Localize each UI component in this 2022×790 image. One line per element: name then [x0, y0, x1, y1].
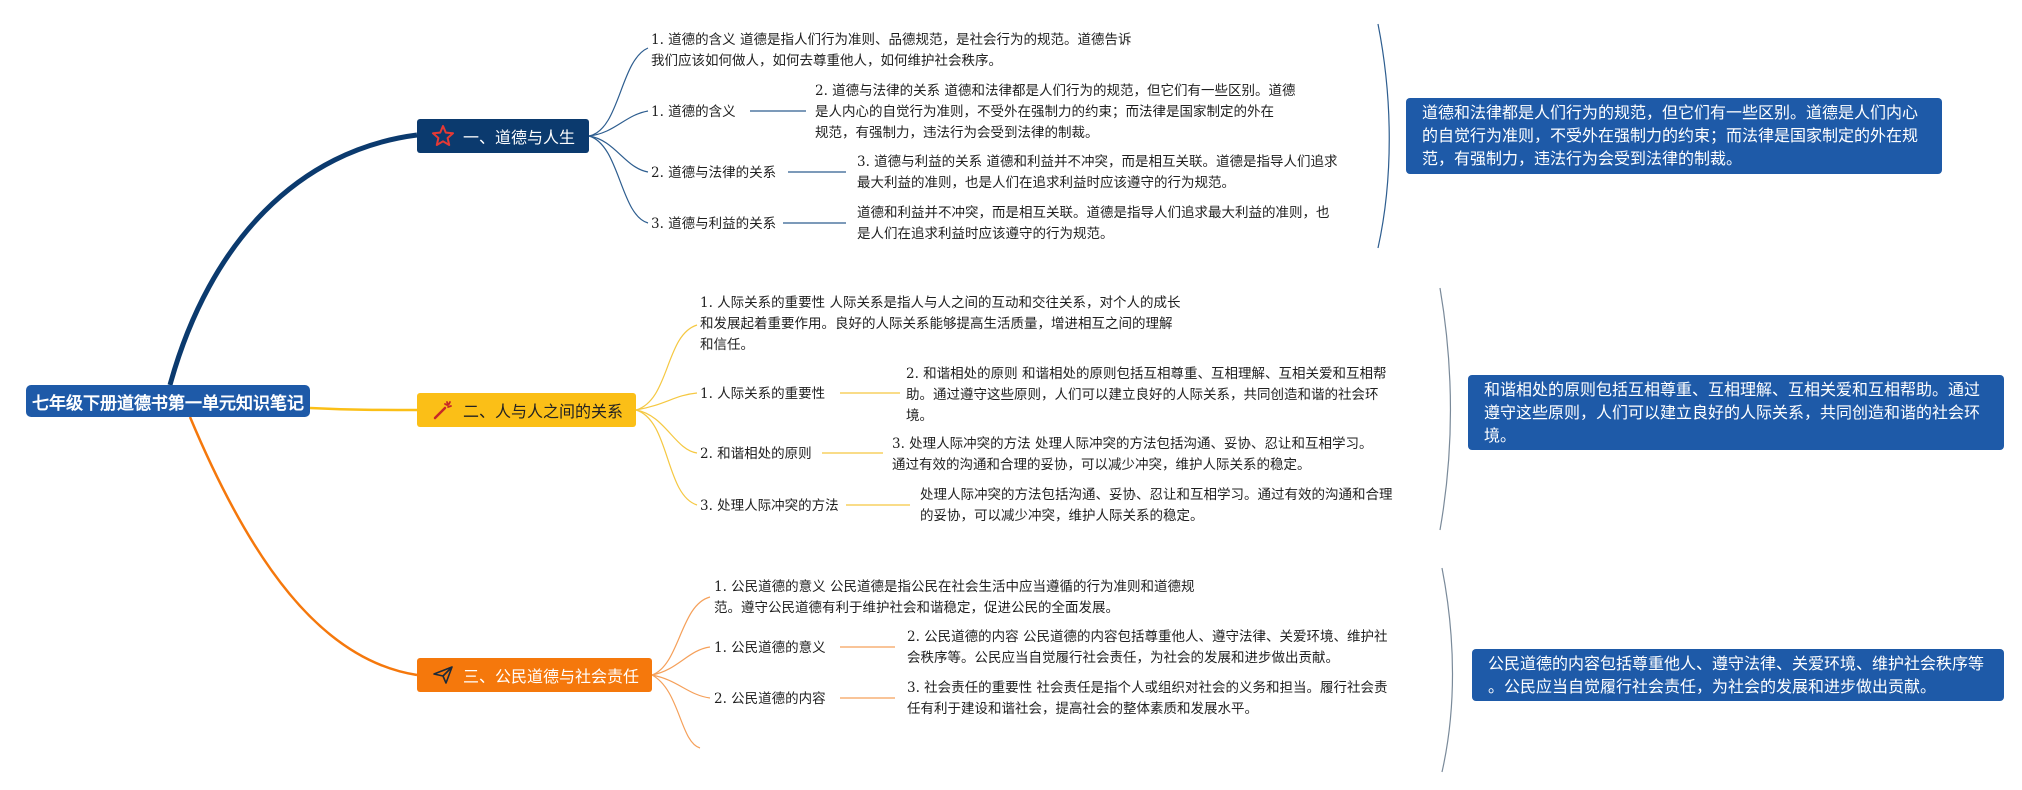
branch-node-1[interactable]: 一、道德与人生 — [417, 119, 589, 153]
branch2-detail-3: 3. 处理人际冲突的方法 处理人际冲突的方法包括沟通、妥协、忍让和互相学习。通过… — [892, 436, 1373, 473]
branch-node-3[interactable]: 三、公民道德与社会责任 — [417, 658, 652, 692]
branch-label: 一、道德与人生 — [463, 128, 576, 147]
branch-label: 二、人与人之间的关系 — [463, 402, 624, 421]
summary-box-2: 和谐相处的原则包括互相尊重、互相理解、互相关爱和互相帮助。通过遵守这些原则，人们… — [1468, 375, 2004, 450]
branch1-detail-3: 3. 道德与利益的关系 道德和利益并不冲突，而是相互关联。道德是指导人们追求最大… — [857, 154, 1338, 191]
branch2-sub-1[interactable]: 1. 人际关系的重要性 — [700, 386, 826, 402]
branch2-sub-3[interactable]: 3. 处理人际冲突的方法 — [700, 498, 839, 514]
branch2-links — [635, 324, 910, 506]
branch2-sub-2[interactable]: 2. 和谐相处的原则 — [700, 446, 812, 462]
branch3-detail-3: 3. 社会责任的重要性 社会责任是指个人或组织对社会的义务和担当。履行社会责任有… — [907, 680, 1388, 717]
branch1-sub-3[interactable]: 3. 道德与利益的关系 — [651, 216, 777, 232]
branch3-detail-1: 1. 公民道德的意义 公民道德是指公民在社会生活中应当遵循的行为准则和道德规范。… — [714, 579, 1195, 616]
root-branch3-link — [188, 416, 418, 677]
magic-wand-icon — [429, 396, 457, 424]
branch1-sub-1[interactable]: 1. 道德的含义 — [651, 104, 736, 120]
branch1-links — [588, 23, 1390, 249]
branch-node-2[interactable]: 二、人与人之间的关系 — [417, 393, 636, 427]
branch1-detail-4: 道德和利益并不冲突，而是相互关联。道德是指导人们追求最大利益的准则，也是人们在追… — [857, 205, 1330, 242]
summary-box-3: 公民道德的内容包括尊重他人、遵守法律、关爱环境、维护社会秩序等。公民应当自觉履行… — [1472, 649, 2004, 701]
root-branch1-link — [167, 132, 418, 386]
branch3-sub-2[interactable]: 2. 公民道德的内容 — [714, 691, 826, 707]
branch-label: 三、公民道德与社会责任 — [463, 667, 640, 686]
branch3-detail-2: 2. 公民道德的内容 公民道德的内容包括尊重他人、遵守法律、关爱环境、维护社会秩… — [907, 629, 1388, 666]
branch2-detail-2: 2. 和谐相处的原则 和谐相处的原则包括互相尊重、互相理解、互相关爱和互相帮助。… — [906, 366, 1387, 424]
root-branch2-link — [309, 406, 418, 412]
branch2-bracket — [1439, 287, 1452, 531]
branch3-links — [651, 596, 895, 749]
branch1-sub-2[interactable]: 2. 道德与法律的关系 — [651, 165, 777, 181]
branch1-detail-1: 1. 道德的含义 道德是指人们行为准则、品德规范，是社会行为的规范。道德告诉我们… — [651, 32, 1132, 69]
branch2-detail-4: 处理人际冲突的方法包括沟通、妥协、忍让和互相学习。通过有效的沟通和合理的妥协，可… — [920, 487, 1393, 524]
summary-box-1: 道德和法律都是人们行为的规范，但它们有一些区别。道德是人们内心的自觉行为准则，不… — [1406, 98, 1942, 174]
branch2-detail-1: 1. 人际关系的重要性 人际关系是指人与人之间的互动和交往关系，对个人的成长和发… — [700, 295, 1181, 353]
root-node[interactable]: 七年级下册道德书第一单元知识笔记 — [26, 385, 310, 417]
branch1-detail-2: 2. 道德与法律的关系 道德和法律都是人们行为的规范，但它们有一些区别。道德是人… — [815, 83, 1296, 141]
branch3-bracket — [1441, 567, 1454, 773]
branch3-sub-1[interactable]: 1. 公民道德的意义 — [714, 640, 826, 656]
paper-plane-icon — [429, 661, 457, 689]
star-icon — [429, 122, 457, 150]
root-label: 七年级下册道德书第一单元知识笔记 — [32, 393, 304, 414]
